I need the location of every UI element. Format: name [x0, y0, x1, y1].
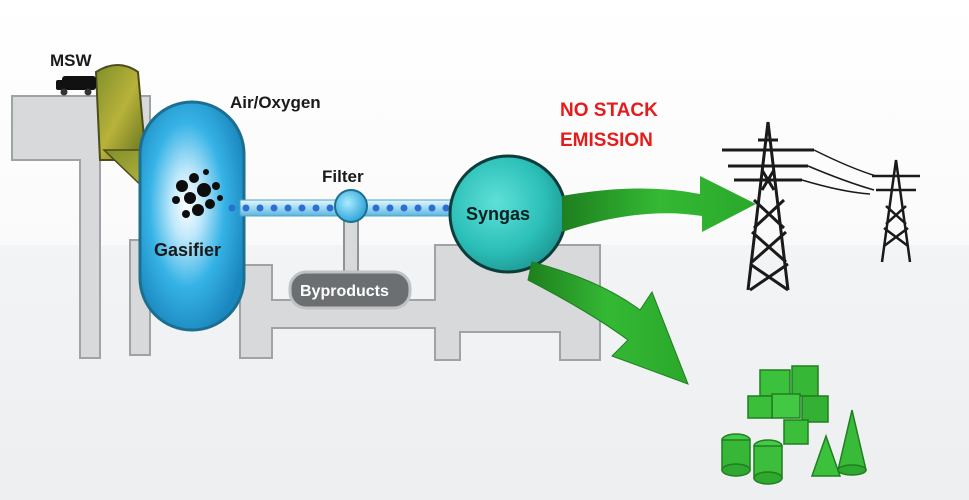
chemical-products-icon	[721, 365, 867, 485]
msw-label: MSW	[50, 51, 93, 70]
filter-label: Filter	[322, 167, 364, 186]
gasifier-label: Gasifier	[154, 240, 221, 260]
power-tower-small-icon	[872, 159, 920, 263]
garbage-truck-icon	[56, 76, 96, 96]
syngas-label: Syngas	[466, 204, 530, 224]
no-stack-label: NO STACK	[560, 100, 658, 121]
gasifier-vessel	[138, 100, 246, 332]
arrow-to-power	[562, 176, 756, 232]
air-oxygen-label: Air/Oxygen	[230, 93, 321, 112]
byproducts-box	[288, 270, 412, 310]
msw-particles	[172, 169, 223, 218]
filter-unit	[334, 189, 368, 273]
byproducts-label: Byproducts	[300, 283, 389, 300]
power-lines	[801, 149, 877, 195]
arrow-to-products	[527, 261, 689, 385]
emission-label: EMISSION	[560, 130, 653, 151]
power-tower-icon	[722, 121, 814, 292]
